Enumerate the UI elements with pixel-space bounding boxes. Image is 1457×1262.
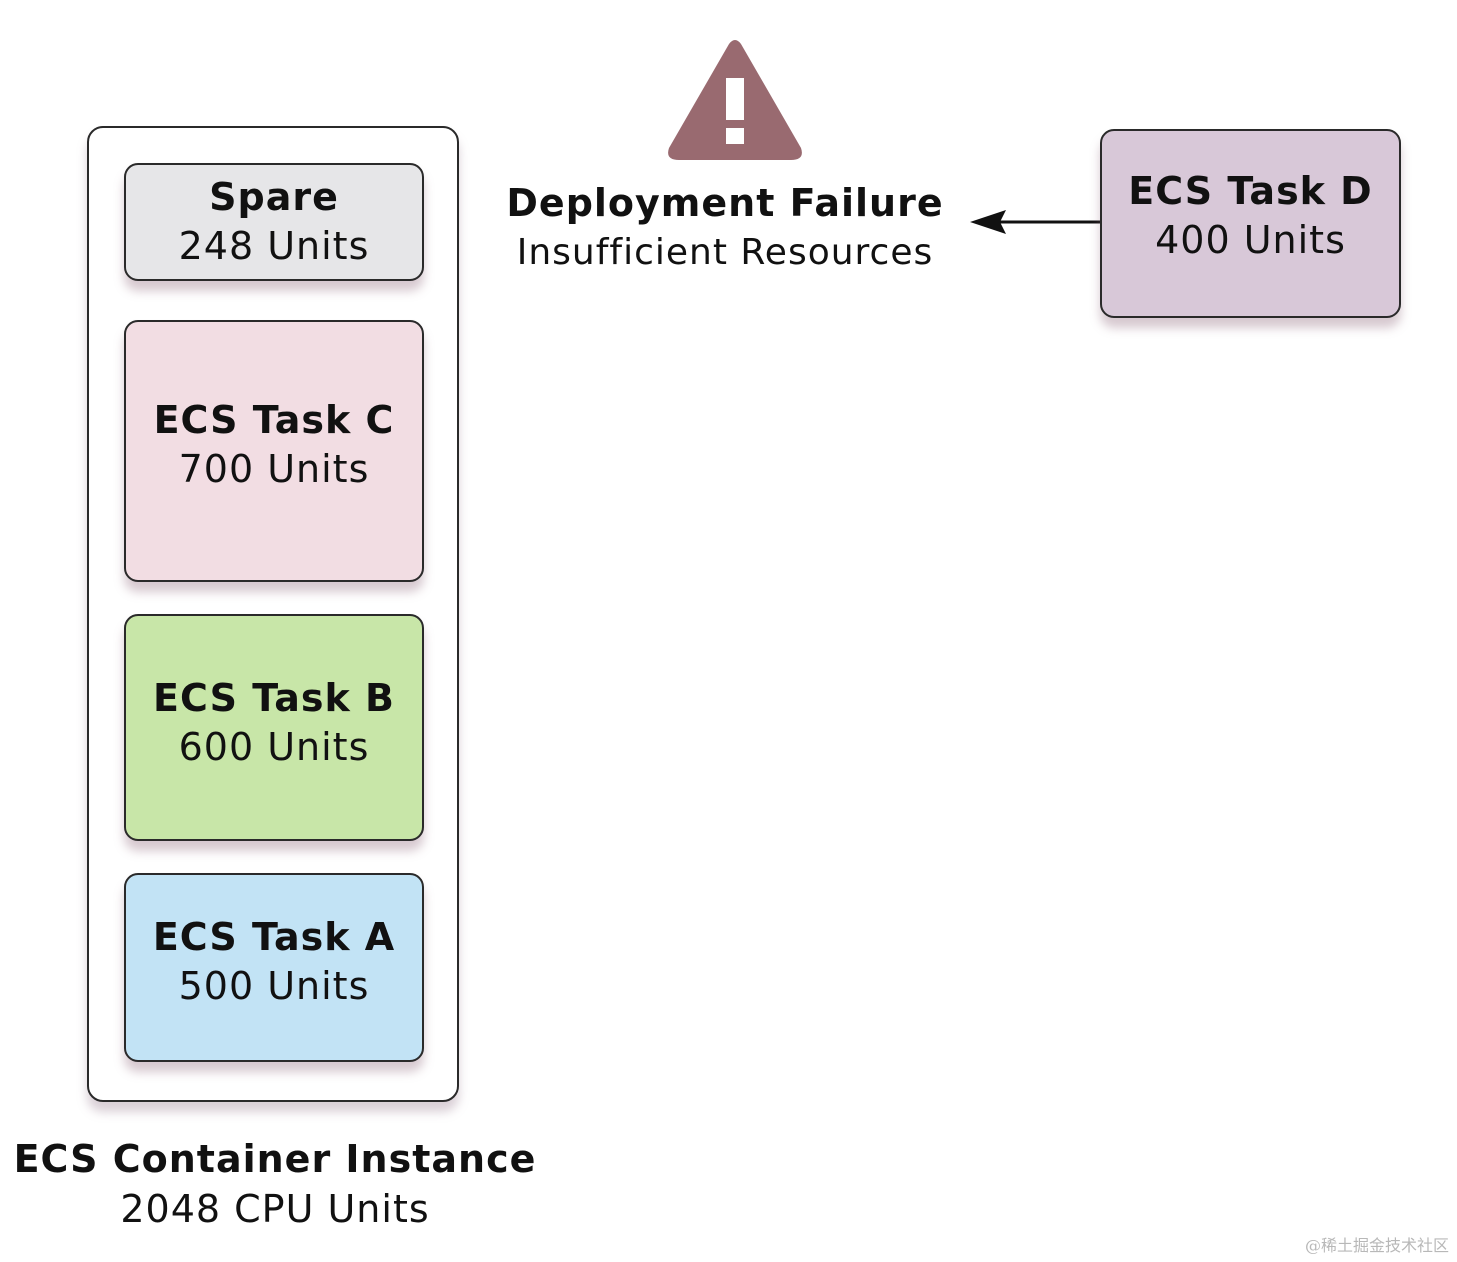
task-title: ECS Task D [1128, 169, 1373, 213]
arrow-head [970, 210, 1006, 234]
task-units: 600 Units [178, 725, 370, 769]
task-c: ECS Task C 700 Units [124, 320, 424, 582]
task-units: 500 Units [178, 964, 370, 1008]
task-title: ECS Task C [153, 398, 395, 442]
warning-icon [668, 40, 802, 160]
watermark: @稀土掘金技术社区 [1304, 1236, 1449, 1255]
deployment-failure-title: Deployment Failure [506, 181, 944, 225]
task-b: ECS Task B 600 Units [124, 614, 424, 841]
warning-exclamation-dot [726, 128, 744, 144]
task-units: 248 Units [178, 224, 370, 268]
container-instance-title: ECS Container Instance [13, 1137, 537, 1181]
task-title: ECS Task A [152, 915, 396, 959]
task-units: 700 Units [178, 447, 370, 491]
task-a: ECS Task A 500 Units [124, 873, 424, 1062]
container-instance-units: 2048 CPU Units [120, 1187, 430, 1231]
task-spare: Spare 248 Units [124, 163, 424, 281]
task-units: 400 Units [1155, 218, 1346, 262]
task-title: ECS Task B [153, 676, 395, 720]
container-instance-caption: ECS Container Instance 2048 CPU Units [0, 1134, 550, 1234]
warning-exclamation-bar [726, 78, 744, 120]
deployment-failure-reason: Insufficient Resources [516, 232, 934, 273]
arrow-left-icon [970, 210, 1102, 234]
deployment-failure-caption: Deployment Failure Insufficient Resource… [480, 178, 970, 278]
task-d-pending: ECS Task D 400 Units [1100, 129, 1401, 318]
task-title: Spare [209, 175, 339, 219]
